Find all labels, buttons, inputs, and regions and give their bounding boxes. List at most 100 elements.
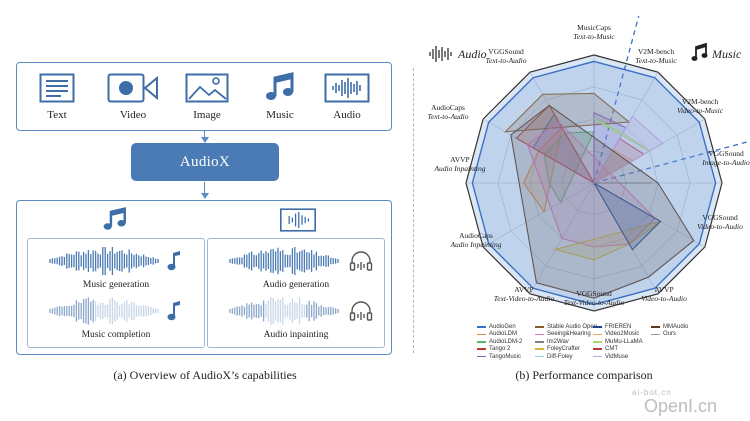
axis-label-task: Video-to-Audio <box>641 294 687 303</box>
series-polygon <box>592 115 664 185</box>
output-capabilities-box: Music generation Music completion <box>16 200 392 355</box>
legend-item: Video2Music <box>593 331 639 337</box>
left-caption: (a) Overview of AudioX’s capabilities <box>113 368 297 382</box>
axis-label-task: Image-to-Audio <box>701 158 750 167</box>
music-note-icon <box>250 71 310 105</box>
waveform-graphic <box>49 297 180 325</box>
legend-swatch <box>593 333 602 336</box>
series-polygon <box>553 220 661 261</box>
axis-label-dataset: VGGSound <box>488 47 524 56</box>
legend-swatch <box>651 326 660 328</box>
legend-item: MMAudio <box>651 324 688 330</box>
audio-header: Audio <box>457 47 487 61</box>
arrow-head <box>201 137 209 143</box>
axis-label-dataset: MusicCaps <box>577 23 611 32</box>
axis-label-dataset: AVVP <box>450 155 469 164</box>
music-note-icon <box>167 251 180 271</box>
input-label: Image <box>193 109 221 121</box>
music-header: Music <box>711 47 742 61</box>
legend-swatch <box>477 341 486 343</box>
legend-item: Seeing&Hearing <box>535 331 591 337</box>
domain-split-line <box>593 15 640 184</box>
legend-item: Ours <box>651 331 676 337</box>
legend-item: AudioLDM <box>477 331 517 337</box>
legend-item: AudioGen <box>477 324 516 330</box>
headphones-icon <box>349 251 373 271</box>
watermark-small: ai-bot.cn <box>632 388 672 397</box>
legend-swatch <box>535 341 544 343</box>
axis-label-task: Audio Inpainting <box>449 240 501 249</box>
legend-item: AudioLDM-2 <box>477 339 522 345</box>
connector-line <box>204 182 206 194</box>
input-label: Text <box>47 109 67 121</box>
axis-label-dataset: VGGSound <box>702 213 738 222</box>
series-polygon <box>503 92 631 133</box>
legend-swatch <box>477 326 486 328</box>
input-text: Text <box>27 71 87 121</box>
legend-swatch <box>535 333 544 336</box>
axis-label-dataset: AudioCaps <box>459 231 493 240</box>
waveform-graphic <box>229 297 373 325</box>
video-camera-icon <box>103 71 163 105</box>
legend-swatch <box>535 326 544 328</box>
headphones-icon <box>349 301 373 321</box>
right-caption: (b) Performance comparison <box>515 368 653 382</box>
legend-swatch <box>593 355 602 358</box>
input-label: Music <box>266 109 294 121</box>
legend-item: Diff-Foley <box>535 354 573 360</box>
audio-inpainting-item: Audio inpainting <box>208 297 384 340</box>
legend-label: Stable Audio Open <box>547 324 598 330</box>
music-capabilities-panel: Music generation Music completion <box>27 238 205 348</box>
axis-label-dataset: VGGSound <box>576 289 612 298</box>
legend-swatch <box>651 333 660 336</box>
legend-label: Video2Music <box>605 331 640 338</box>
music-note-icon <box>101 207 129 238</box>
input-audio: Audio <box>317 71 377 121</box>
waveform-graphic <box>49 246 180 276</box>
legend-label: Im2Wav <box>547 338 569 345</box>
axis-label-task: Text-Video-to-Audio <box>564 298 625 307</box>
audio-waveform-icon <box>279 208 317 237</box>
axis-label-task: Video-to-Music <box>677 106 724 115</box>
audio-waveform-icon <box>317 71 377 105</box>
radar-chart: Audio Music MusicCapsText-to-MusicV2M-be… <box>428 15 750 312</box>
waveform-graphic <box>229 246 373 276</box>
legend-label: TangoMusic <box>489 353 522 360</box>
legend-swatch <box>477 355 486 358</box>
legend-item: MuMu-LLaMA <box>593 339 643 345</box>
watermark: ai-bot.cn OpenI.cn <box>604 388 744 418</box>
legend-item: FoleyCrafter <box>535 346 580 352</box>
capability-label: Audio inpainting <box>263 330 329 340</box>
legend-label: MuMu-LLaMA <box>605 338 643 345</box>
legend-item: FRIEREN <box>593 324 631 330</box>
axis-label-dataset: AVVP <box>514 285 533 294</box>
legend-swatch <box>477 333 486 336</box>
legend-label: FRIEREN <box>605 324 632 330</box>
legend-label: MMAudio <box>663 324 689 330</box>
audiox-model-block: AudioX <box>131 143 279 181</box>
axis-label-dataset: VGGSound <box>708 149 744 158</box>
input-label: Video <box>119 109 147 121</box>
series-polygon-ours <box>471 60 717 306</box>
axis-label-dataset: V2M-bench <box>682 97 718 106</box>
audio-waveform-icon <box>429 46 452 62</box>
panel-divider <box>413 68 414 353</box>
legend-item: Stable Audio Open <box>535 324 597 330</box>
legend-label: AudioLDM-2 <box>489 338 523 345</box>
music-note-icon <box>167 301 180 321</box>
music-note-icon <box>691 42 708 61</box>
audio-generation-item: Audio generation <box>208 246 384 290</box>
series-polygon <box>592 181 662 251</box>
legend-label: AudioLDM <box>489 331 518 338</box>
series-polygon <box>515 104 596 185</box>
overview-panel: Text Video Image <box>16 62 392 382</box>
legend-item: VidMuse <box>593 354 628 360</box>
legend-item: Tango 2 <box>477 346 510 352</box>
input-image: Image <box>177 71 237 121</box>
text-document-icon <box>27 71 87 105</box>
axis-label-task: Audio Inpainting <box>433 164 485 173</box>
axis-label-dataset: V2M-bench <box>638 47 674 56</box>
legend-item: Im2Wav <box>535 339 569 345</box>
